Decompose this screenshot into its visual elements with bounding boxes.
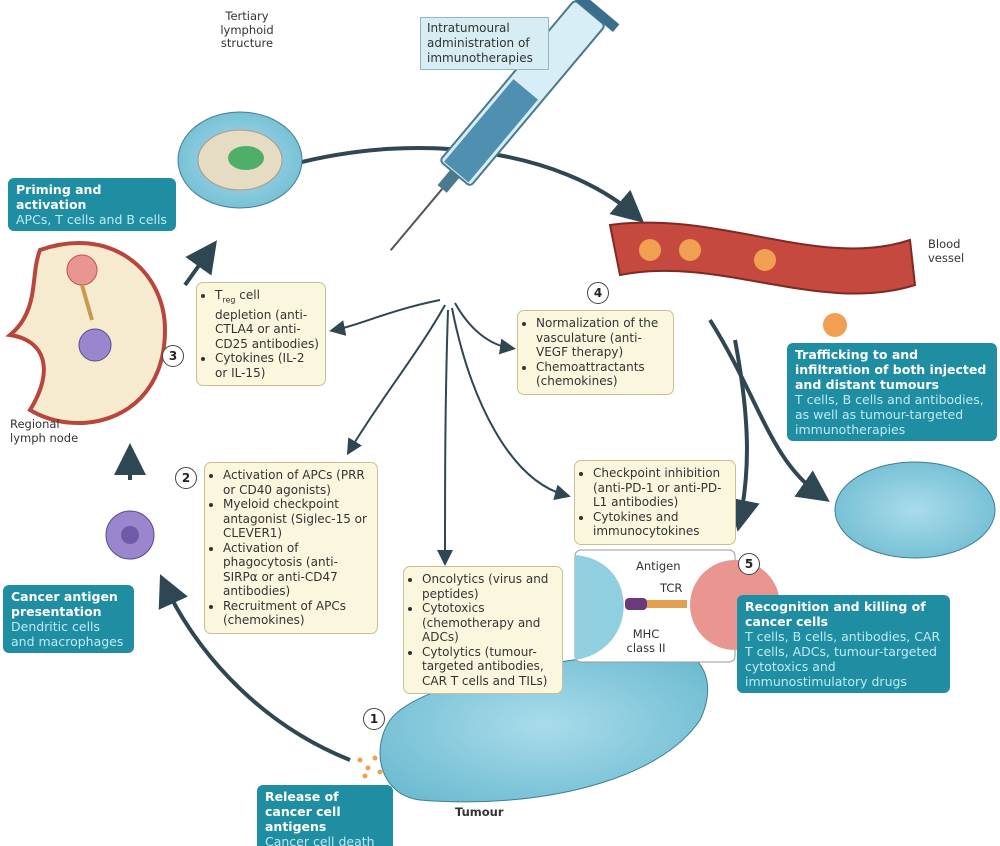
step-2-item: Activation of APCs (PRR or CD40 agonists… xyxy=(223,468,371,497)
step-2-item: Myeloid checkpoint antagonist (Siglec-15… xyxy=(223,497,371,541)
step-1-item: Cytolytics (tumour-targeted antibodies, … xyxy=(422,645,556,689)
blood-vessel-label: Blood vessel xyxy=(928,237,965,265)
step-1-box: Oncolytics (virus and peptides) Cytotoxi… xyxy=(403,566,563,694)
antigen-label: Antigen xyxy=(636,559,681,573)
lymph-node xyxy=(5,240,168,425)
step-3-box: Treg cell depletion (anti-CTLA4 or anti-… xyxy=(196,282,326,387)
arrow-vessel-to-recognition xyxy=(728,339,760,532)
step-1-item: Cytotoxics (chemotherapy and ADCs) xyxy=(422,601,556,645)
injection-label: Intratumoural administration of immunoth… xyxy=(420,17,549,70)
arrow-vessel-to-tumour xyxy=(708,318,830,502)
recognition-panel xyxy=(574,549,780,663)
step-2-item: Recruitment of APCs (chemokines) xyxy=(223,599,371,628)
stage-title: Release of cancer cell antigens xyxy=(265,789,341,834)
step-5-item: Cytokines and immunocytokines xyxy=(593,510,729,539)
stage-priming: Priming and activation APCs, T cells and… xyxy=(8,178,176,231)
tumour-label: Tumour xyxy=(455,805,504,819)
step-2-box: Activation of APCs (PRR or CD40 agonists… xyxy=(204,462,378,634)
arrow-node-to-tls xyxy=(183,240,217,287)
stage-recognition: Recognition and killing of cancer cells … xyxy=(737,595,950,693)
step-3-badge: 3 xyxy=(162,345,184,367)
stage-title: Cancer antigen presentation xyxy=(11,589,118,619)
stage-body: Dendritic cells and macrophages xyxy=(11,619,124,649)
dendritic-cell xyxy=(105,510,155,560)
stage-presentation: Cancer antigen presentation Dendritic ce… xyxy=(3,585,134,653)
syringe-icon xyxy=(389,0,620,251)
blood-vessel xyxy=(608,221,917,337)
stage-body: T cells, B cells, antibodies, CAR T cell… xyxy=(745,629,941,689)
lymph-node-label: Regional lymph node xyxy=(10,417,79,445)
stage-title: Priming and activation xyxy=(16,182,102,212)
tertiary-lymphoid-structure xyxy=(177,111,303,209)
step-5-badge: 5 xyxy=(738,553,760,575)
step-4-box: Normalization of the vasculature (anti-V… xyxy=(517,310,674,395)
step-3-item: Cytokines (IL-2 or IL-15) xyxy=(215,351,319,380)
step-3-item: Treg cell depletion (anti-CTLA4 or anti-… xyxy=(215,288,319,351)
step-1-badge: 1 xyxy=(363,708,385,730)
arrow-tumour-to-apc xyxy=(158,574,351,762)
distant-tumour xyxy=(834,461,996,559)
stage-body: T cells, B cells and antibodies, as well… xyxy=(795,392,984,437)
step-1-item: Oncolytics (virus and peptides) xyxy=(422,572,556,601)
antigen-debris xyxy=(357,755,383,779)
stage-release: Release of cancer cell antigens Cancer c… xyxy=(257,785,393,846)
step-4-badge: 4 xyxy=(587,282,609,304)
injection-arrows xyxy=(329,299,571,566)
step-2-item: Activation of phagocytosis (anti-SIRPα o… xyxy=(223,541,371,599)
stage-title: Trafficking to and infiltration of both … xyxy=(795,347,987,392)
stage-body: Cancer cell death xyxy=(265,834,375,846)
step-5-item: Checkpoint inhibition (anti-PD-1 or anti… xyxy=(593,466,729,510)
tcr-label: TCR xyxy=(660,581,683,595)
step-4-item: Normalization of the vasculature (anti-V… xyxy=(536,316,667,360)
mhc-label: MHC class II xyxy=(626,627,666,655)
stage-title: Recognition and killing of cancer cells xyxy=(745,599,926,629)
step-4-item: Chemoattractants (chemokines) xyxy=(536,360,667,389)
stage-trafficking: Trafficking to and infiltration of both … xyxy=(787,343,997,441)
tls-label: Tertiary lymphoid structure xyxy=(220,9,274,50)
step-2-badge: 2 xyxy=(175,467,197,489)
step-5-box: Checkpoint inhibition (anti-PD-1 or anti… xyxy=(574,460,736,545)
stage-body: APCs, T cells and B cells xyxy=(16,212,167,227)
